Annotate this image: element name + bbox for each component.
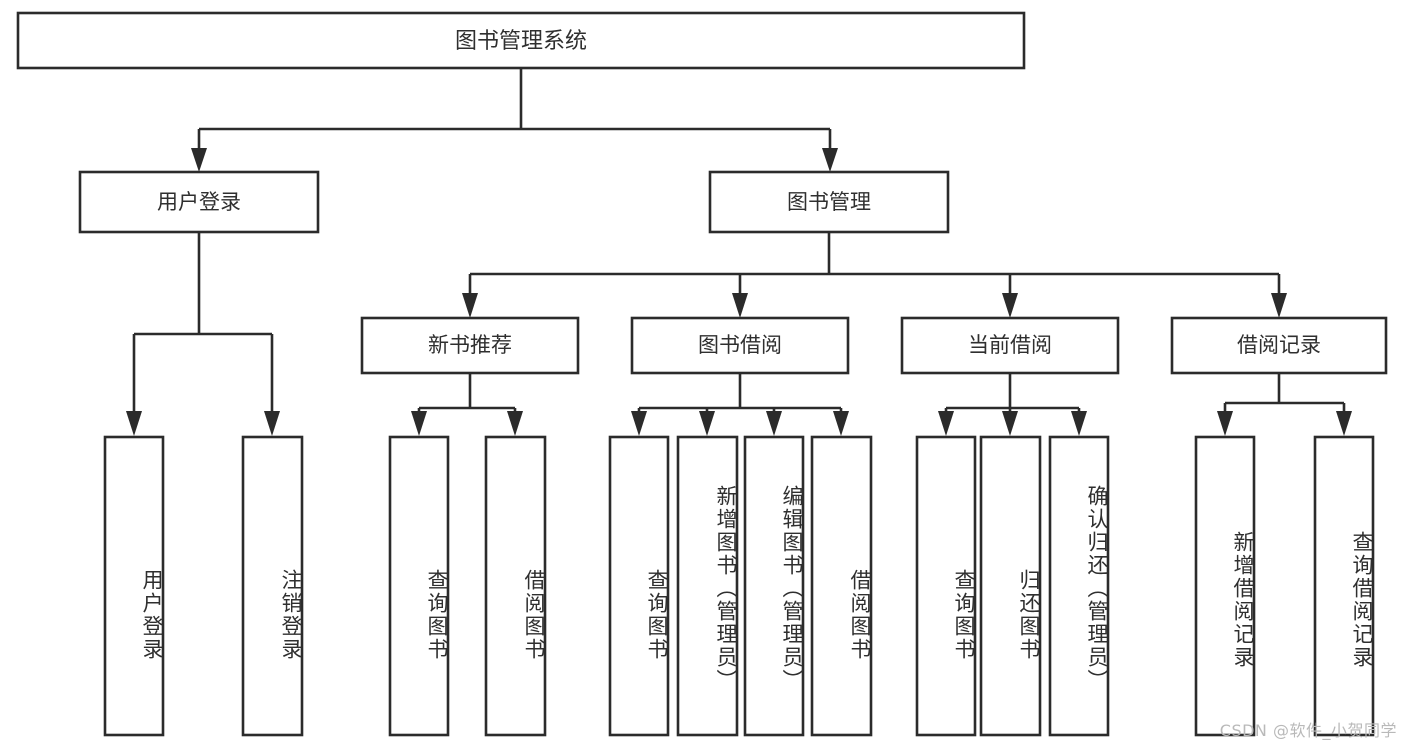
node-root-label: 图书管理系统 bbox=[455, 29, 587, 54]
leaf-box-borrow-book-2[interactable] bbox=[810, 435, 873, 737]
node-new-book-recommend-box bbox=[360, 316, 580, 375]
connector-new-book-recommend-to-leaves bbox=[411, 373, 523, 436]
node-current-borrow-box bbox=[900, 316, 1120, 375]
leaf-box-confirm-return-admin[interactable] bbox=[1048, 435, 1110, 737]
node-new-book-recommend[interactable]: 新书推荐 bbox=[360, 316, 580, 375]
leaf-box-query-borrow-record[interactable] bbox=[1313, 435, 1375, 737]
node-user-login[interactable]: 用户登录 bbox=[78, 170, 320, 234]
node-user-login-label: 用户登录 bbox=[157, 190, 241, 214]
connector-current-borrow-to-leaves bbox=[938, 373, 1087, 436]
leaf-nodes-group bbox=[103, 435, 1375, 737]
node-book-borrow[interactable]: 图书借阅 bbox=[630, 316, 850, 375]
connector-user-login-to-leaves bbox=[126, 232, 280, 436]
node-user-login-box bbox=[78, 170, 320, 234]
node-book-borrow-label: 图书借阅 bbox=[698, 333, 782, 357]
node-current-borrow[interactable]: 当前借阅 bbox=[900, 316, 1120, 375]
leaf-box-logout[interactable] bbox=[241, 435, 304, 737]
leaf-box-user-login[interactable] bbox=[103, 435, 165, 737]
node-book-management-label: 图书管理 bbox=[787, 190, 871, 214]
leaf-box-query-book-2[interactable] bbox=[608, 435, 670, 737]
node-book-management[interactable]: 图书管理 bbox=[708, 170, 950, 234]
leaf-box-edit-book-admin[interactable] bbox=[743, 435, 805, 737]
leaf-box-query-book-1[interactable] bbox=[388, 435, 450, 737]
node-borrow-record-label: 借阅记录 bbox=[1237, 333, 1321, 357]
node-root[interactable]: 图书管理系统 bbox=[16, 11, 1026, 70]
node-borrow-record[interactable]: 借阅记录 bbox=[1170, 316, 1388, 375]
node-new-book-recommend-label: 新书推荐 bbox=[428, 333, 512, 357]
connector-borrow-record-to-leaves bbox=[1217, 373, 1352, 436]
leaf-box-add-book-admin[interactable] bbox=[676, 435, 739, 737]
connector-book-management-to-level2 bbox=[462, 232, 1287, 318]
leaf-box-add-borrow-record[interactable] bbox=[1194, 435, 1256, 737]
csdn-watermark: CSDN @软件_小贺同学 bbox=[1219, 721, 1397, 740]
leaf-box-borrow-book-1[interactable] bbox=[484, 435, 547, 737]
node-root-box bbox=[16, 11, 1026, 70]
leaf-box-return-book[interactable] bbox=[979, 435, 1042, 737]
node-current-borrow-label: 当前借阅 bbox=[968, 333, 1052, 357]
connector-root-to-level1 bbox=[191, 68, 838, 172]
leaf-box-query-book-3[interactable] bbox=[915, 435, 977, 737]
connector-book-borrow-to-leaves bbox=[631, 373, 849, 436]
